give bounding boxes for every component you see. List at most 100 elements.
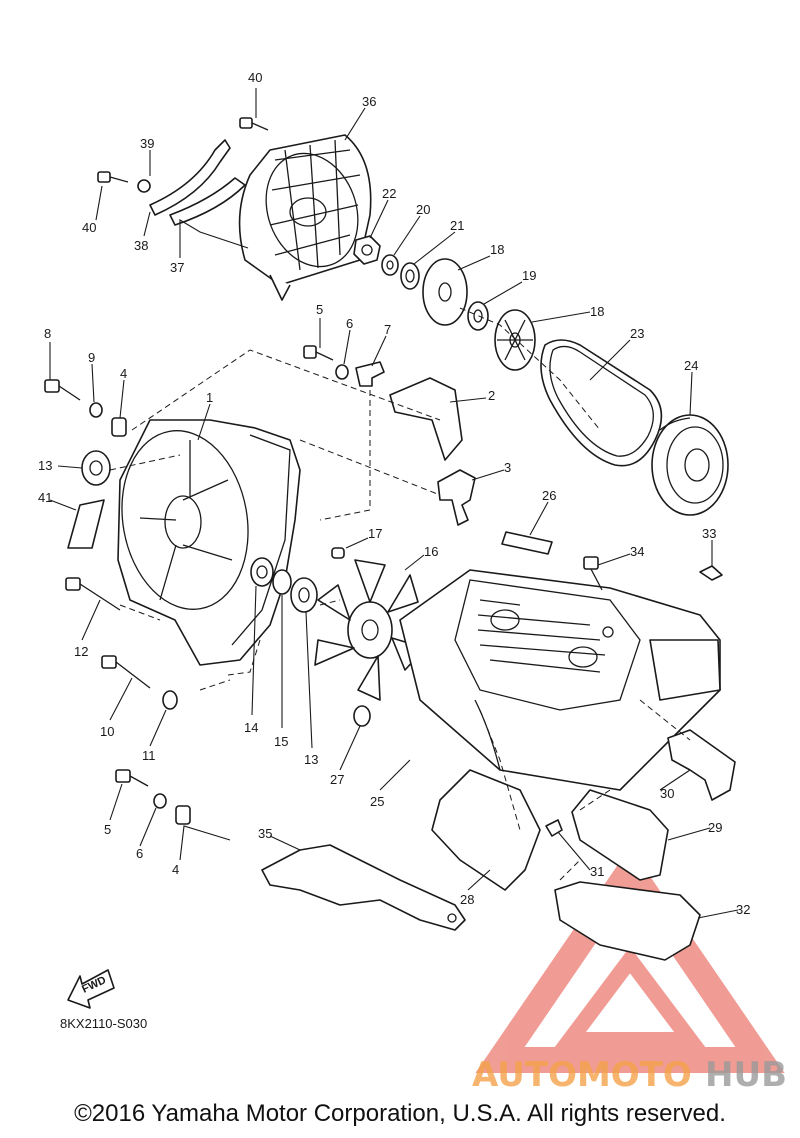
washer-19 — [467, 301, 489, 331]
sheave-18a — [422, 258, 468, 326]
bracket-7 — [355, 361, 385, 387]
callout-1: 1 — [206, 390, 213, 405]
duct-2 — [389, 377, 463, 461]
callout-36: 36 — [362, 94, 376, 109]
callout-40: 40 — [248, 70, 262, 85]
callout-34: 34 — [630, 544, 644, 559]
callout-2: 2 — [488, 388, 495, 403]
callout-4: 4 — [120, 366, 127, 381]
callout-26: 26 — [542, 488, 556, 503]
duct-29 — [571, 789, 669, 881]
callout-18: 18 — [590, 304, 604, 319]
callout-21: 21 — [450, 218, 464, 233]
washer-20 — [381, 254, 399, 276]
callout-41: 41 — [38, 490, 52, 505]
bolt-12 — [65, 577, 121, 611]
bolt-40a — [239, 117, 269, 131]
callout-15: 15 — [274, 734, 288, 749]
spacer-21 — [400, 262, 420, 290]
callout-29: 29 — [708, 820, 722, 835]
callout-14: 14 — [244, 720, 258, 735]
callout-11: 11 — [142, 748, 156, 763]
watermark-part2: HUB — [705, 1055, 787, 1095]
watermark-logo — [475, 846, 785, 1073]
bracket-3 — [437, 469, 476, 526]
collar-4b — [175, 805, 191, 825]
callout-35: 35 — [258, 826, 272, 841]
callout-23: 23 — [630, 326, 644, 341]
panel-28 — [431, 769, 541, 891]
housing-1 — [117, 419, 301, 666]
decal-26 — [501, 531, 553, 555]
nut-22 — [353, 235, 381, 265]
washer-6b — [153, 793, 167, 809]
callout-10: 10 — [100, 724, 114, 739]
callout-6: 6 — [346, 316, 353, 331]
clip-33 — [699, 565, 723, 581]
callout-18: 18 — [490, 242, 504, 257]
callout-5: 5 — [104, 822, 111, 837]
assembly-lines — [109, 307, 691, 881]
bearing-13a — [81, 450, 111, 486]
callout-13: 13 — [304, 752, 318, 767]
cap-27 — [353, 705, 371, 727]
callout-13: 13 — [38, 458, 52, 473]
washer-9 — [89, 402, 103, 418]
callout-22: 22 — [382, 186, 396, 201]
belt-23 — [540, 339, 663, 467]
copyright-notice: ©2016 Yamaha Motor Corporation, U.S.A. A… — [74, 1100, 726, 1127]
callout-9: 9 — [88, 350, 95, 365]
band-38 — [149, 139, 246, 226]
bolt-10 — [101, 655, 151, 689]
pulley-24 — [651, 414, 729, 516]
callout-24: 24 — [684, 358, 698, 373]
duct-32 — [554, 881, 701, 961]
callout-4: 4 — [172, 862, 179, 877]
watermark-part1: AUTOMOTO — [472, 1055, 692, 1095]
callout-5: 5 — [316, 302, 323, 317]
bracket-35 — [261, 844, 466, 931]
callout-27: 27 — [330, 772, 344, 787]
cover-36 — [238, 134, 372, 301]
callout-31: 31 — [590, 864, 604, 879]
callout-6: 6 — [136, 846, 143, 861]
circlip-15 — [272, 569, 292, 595]
callout-7: 7 — [384, 322, 391, 337]
sheave-18b — [494, 309, 536, 371]
bolt-5a — [303, 345, 334, 361]
callout-labels: 40 36 39 40 38 37 22 20 21 18 19 18 5 6 … — [38, 70, 750, 917]
callout-28: 28 — [460, 892, 474, 907]
callout-38: 38 — [134, 238, 148, 253]
callout-16: 16 — [424, 544, 438, 559]
callout-30: 30 — [660, 786, 674, 801]
seal-14 — [250, 557, 274, 587]
bolt-8 — [44, 379, 81, 401]
fwd-arrow-icon: FWD — [67, 969, 115, 1009]
collar-11 — [162, 690, 178, 710]
callout-17: 17 — [368, 526, 382, 541]
bearing-13b — [290, 577, 318, 613]
shroud-25 — [399, 569, 721, 791]
leader-lines — [49, 88, 739, 919]
callout-33: 33 — [702, 526, 716, 541]
label-41 — [67, 499, 105, 549]
key-17 — [331, 547, 345, 559]
callout-20: 20 — [416, 202, 430, 217]
bolt-40b — [97, 171, 129, 183]
diagram-code: 8KX2110-S030 — [60, 1016, 148, 1031]
washer-6a — [335, 364, 349, 380]
callout-8: 8 — [44, 326, 51, 341]
bolt-5b — [115, 769, 149, 787]
callout-12: 12 — [74, 644, 88, 659]
callout-25: 25 — [370, 794, 384, 809]
bolt-34 — [583, 556, 614, 638]
watermark-text: AUTOMOTO HUB — [472, 1055, 787, 1095]
duct-30 — [667, 729, 736, 801]
clip-39 — [137, 179, 151, 193]
callout-37: 37 — [170, 260, 184, 275]
callout-19: 19 — [522, 268, 536, 283]
callout-3: 3 — [504, 460, 511, 475]
collar-4a — [111, 417, 127, 437]
callout-40: 40 — [82, 220, 96, 235]
